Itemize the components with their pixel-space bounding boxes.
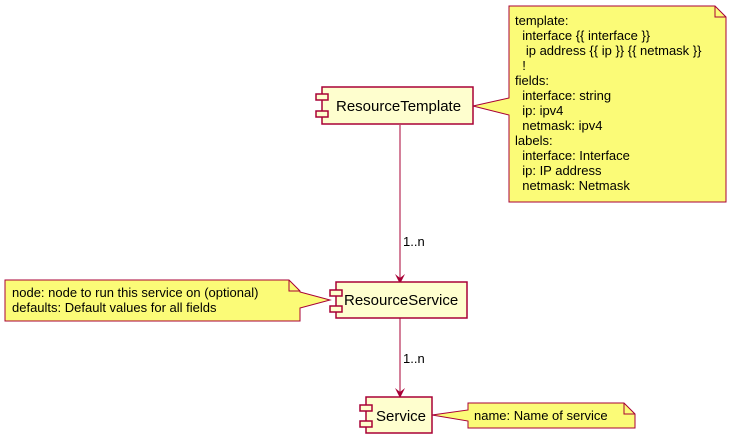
- component-service[interactable]: Service: [359, 396, 433, 434]
- note-line: ip: ipv4: [515, 103, 563, 118]
- note-line: ip address {{ ip }} {{ netmask }}: [515, 43, 702, 58]
- note-service: name: Name of service: [431, 402, 636, 429]
- note-line: fields:: [515, 73, 549, 88]
- component-port-icon: [329, 289, 343, 297]
- component-label: ResourceTemplate: [336, 98, 461, 115]
- note-line: !: [515, 58, 526, 73]
- note-line: template:: [515, 13, 568, 28]
- note-resource-service: node: node to run this service on (optio…: [0, 0, 332, 322]
- note-line: ip: IP address: [515, 163, 602, 178]
- note-template: template: interface {{ interface }} ip a…: [0, 0, 727, 203]
- note-service-text: name: Name of service: [474, 408, 608, 423]
- component-port-icon: [329, 305, 343, 313]
- note-line: defaults: Default values for all fields: [12, 300, 217, 315]
- note-line: interface: Interface: [515, 148, 630, 163]
- note-line: labels:: [515, 133, 553, 148]
- note-line: node: node to run this service on (optio…: [12, 285, 258, 300]
- component-resource-template[interactable]: ResourceTemplate: [315, 86, 474, 125]
- component-port-icon: [359, 404, 373, 412]
- note-line: netmask: ipv4: [515, 118, 602, 133]
- note-line: netmask: Netmask: [515, 178, 630, 193]
- note-line: interface: string: [515, 88, 611, 103]
- multiplicity-label-1: 1..n: [403, 234, 425, 249]
- note-line: name: Name of service: [474, 408, 608, 423]
- note-line: interface {{ interface }}: [515, 28, 651, 43]
- note-template-text: template: interface {{ interface }} ip a…: [0, 0, 727, 193]
- multiplicity-label-2: 1..n: [403, 351, 425, 366]
- component-port-icon: [315, 93, 329, 101]
- component-label: Service: [376, 408, 426, 425]
- component-label: ResourceService: [344, 292, 458, 309]
- note-resource-service-text: node: node to run this service on (optio…: [0, 0, 284, 315]
- component-resource-service[interactable]: ResourceService: [329, 281, 468, 319]
- component-port-icon: [359, 420, 373, 428]
- component-port-icon: [315, 110, 329, 118]
